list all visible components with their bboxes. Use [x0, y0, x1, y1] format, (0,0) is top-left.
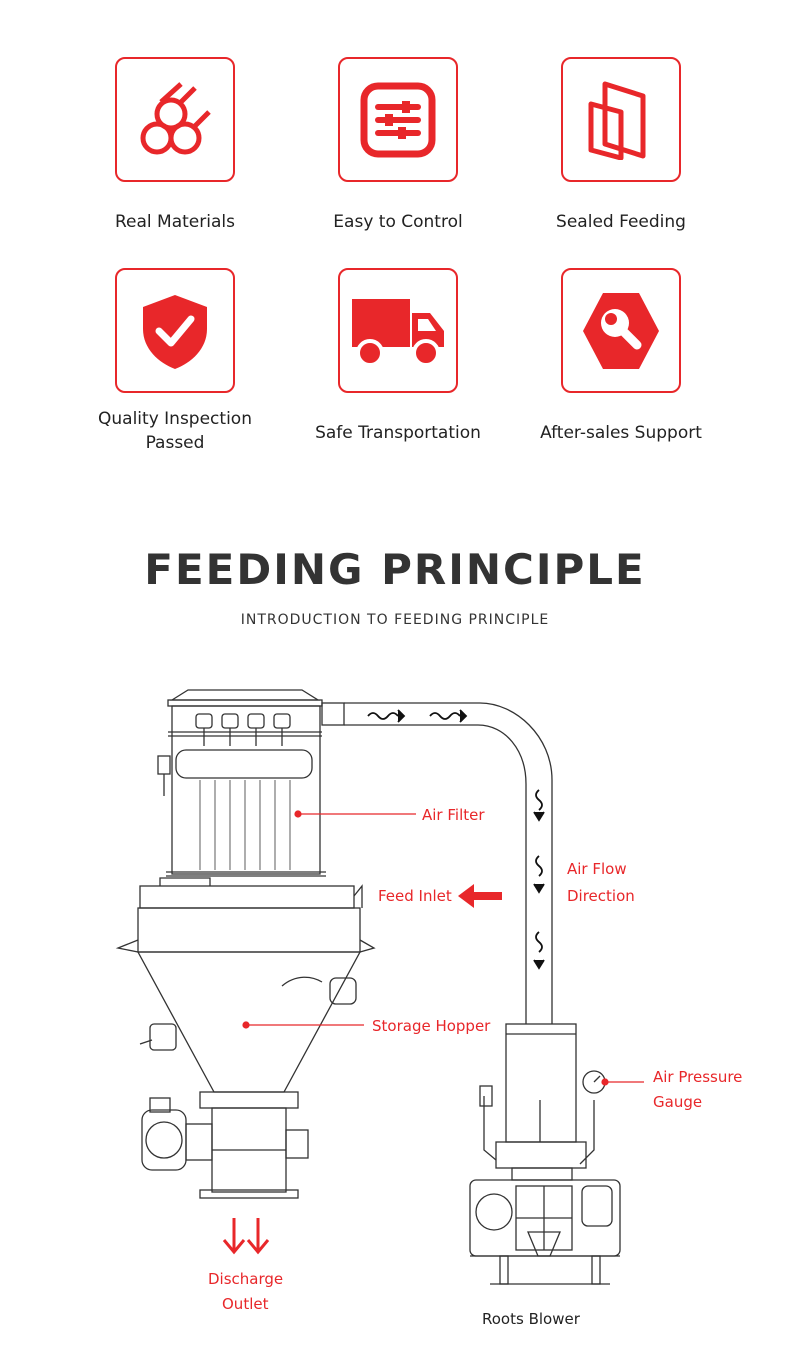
section-subtitle: INTRODUCTION TO FEEDING PRINCIPLE — [240, 612, 550, 628]
feature-tile — [338, 57, 458, 182]
outlet-label: Outlet — [222, 1295, 269, 1313]
feed-inlet-label: Feed Inlet — [378, 887, 452, 905]
roots-blower-label: Roots Blower — [482, 1310, 580, 1328]
feed-inlet-arrow — [458, 884, 502, 908]
truck-icon — [352, 298, 444, 367]
feature-after-sales: After-sales Support — [521, 268, 721, 445]
feature-label: Real Materials — [115, 212, 235, 232]
feature-easy-control: Easy to Control — [298, 57, 498, 234]
section-title: FEEDING PRINCIPLE — [144, 545, 646, 594]
wrench-icon — [583, 292, 659, 369]
feature-tile — [115, 268, 235, 393]
feature-safe-transportation: Safe Transportation — [298, 268, 498, 445]
feature-tile — [115, 57, 235, 182]
feature-sealed-feeding: Sealed Feeding — [521, 57, 721, 234]
storage-hopper-label: Storage Hopper — [372, 1017, 491, 1035]
discharge-label: Discharge — [208, 1270, 284, 1288]
sealed-door-icon — [588, 81, 646, 160]
feature-label: After-sales Support — [540, 423, 702, 443]
feature-tile — [561, 57, 681, 182]
sliders-icon — [360, 82, 436, 157]
feature-tile — [338, 268, 458, 393]
air-pressure-label: Air Pressure — [653, 1068, 743, 1086]
air-flow-arrows — [367, 709, 545, 970]
shield-check-icon — [143, 294, 207, 369]
pipes-icon — [140, 81, 211, 154]
feature-label: Easy to Control — [333, 212, 463, 232]
air-filter-label: Air Filter — [422, 806, 485, 824]
feature-label: Quality Inspection Passed — [98, 409, 252, 453]
feature-tile — [561, 268, 681, 393]
feature-label: Safe Transportation — [315, 423, 481, 443]
gauge-label: Gauge — [653, 1093, 703, 1111]
feature-real-materials: Real Materials — [75, 57, 275, 234]
feature-label: Sealed Feeding — [556, 212, 686, 232]
air-flow-label: Air Flow — [567, 860, 627, 878]
feature-quality-inspection: Quality Inspection Passed — [75, 268, 275, 455]
discharge-arrow — [222, 1218, 270, 1255]
direction-label: Direction — [567, 887, 635, 905]
feeding-principle-diagram — [115, 689, 644, 1285]
